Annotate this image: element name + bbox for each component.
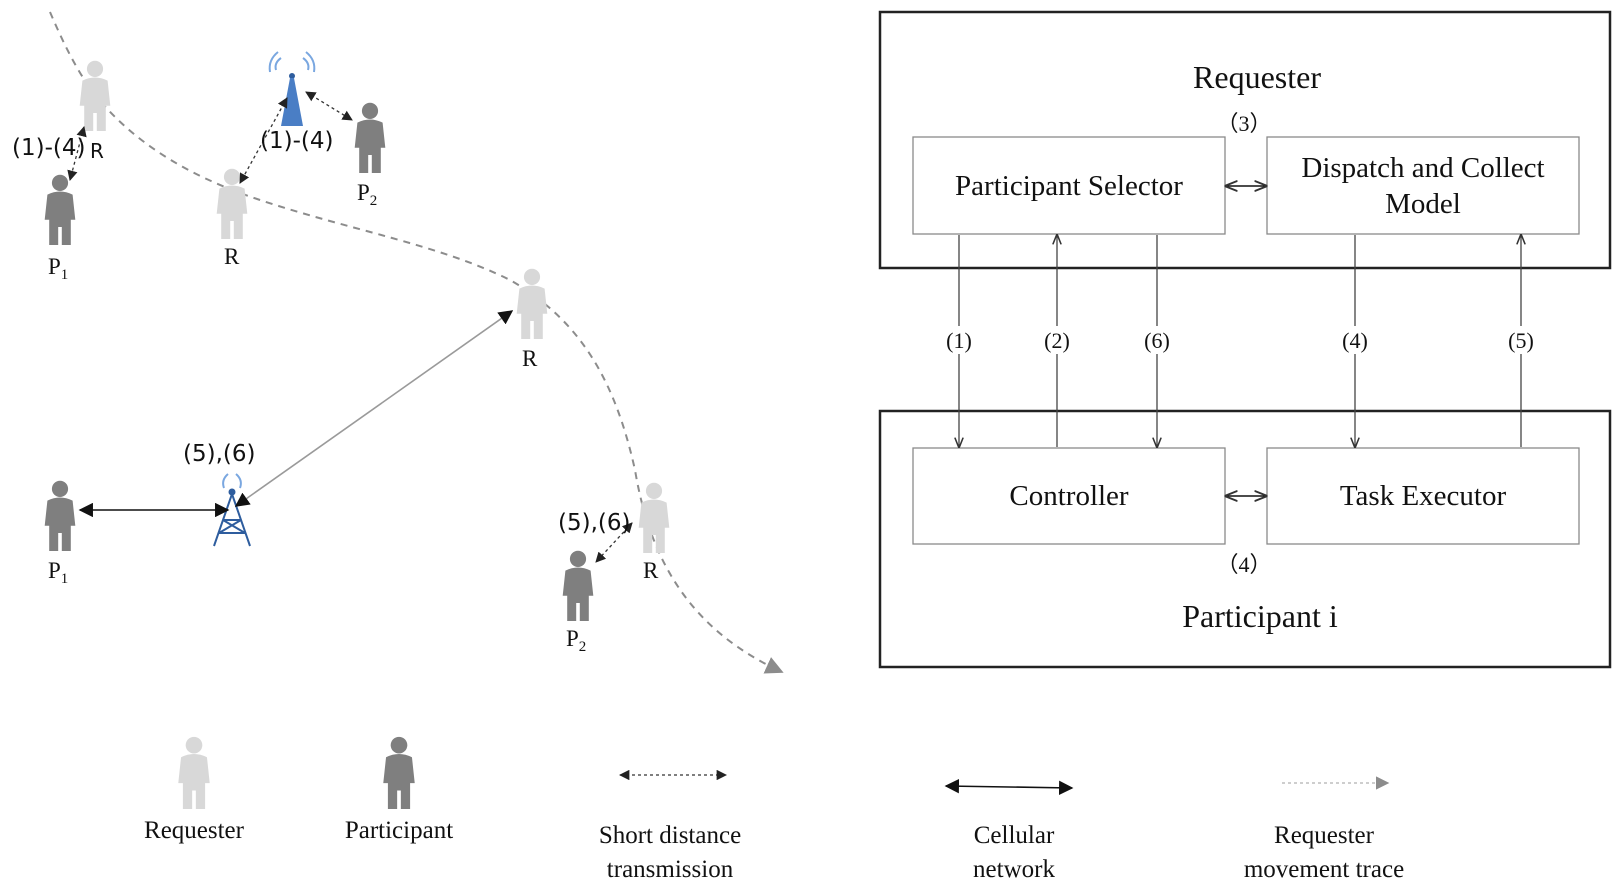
- participant-person-icon: [562, 550, 594, 621]
- legend-requester-label: Requester: [144, 817, 245, 844]
- legend-short-distance-label: Short distance: [599, 822, 741, 849]
- steps-label: (1)-(4): [260, 128, 333, 154]
- participant-person-icon: [354, 102, 386, 173]
- participant-label: P1: [48, 558, 68, 587]
- flow-label: (5): [1508, 328, 1534, 353]
- controller-label: Controller: [1009, 480, 1129, 512]
- short-link-bs-requester: [239, 97, 288, 184]
- requester-movement-trace: [49, 11, 784, 674]
- participant-label: P1: [48, 254, 68, 283]
- cellular-link-tower-requester: [234, 310, 514, 507]
- legend-cellular-label: Cellular: [974, 822, 1055, 849]
- step-marker: （4）: [1216, 552, 1271, 577]
- legend-short-distance-label: transmission: [607, 856, 734, 883]
- legend-cellular-line: [944, 779, 1074, 795]
- participant-selector-label: Participant Selector: [955, 170, 1183, 202]
- legend-trace-label: Requester: [1274, 822, 1375, 849]
- task-executor-label: Task Executor: [1340, 480, 1507, 512]
- dispatch-collect-label: Dispatch and Collect: [1301, 152, 1544, 184]
- legend-participant-label: Participant: [345, 817, 453, 844]
- steps-label: (5),(6): [183, 441, 255, 467]
- short-link-requester-p2: [595, 522, 633, 563]
- legend-trace-label: movement trace: [1244, 856, 1404, 883]
- flow-label: (6): [1144, 328, 1170, 353]
- participant-label: P2: [357, 180, 377, 209]
- small-base-station-icon: [268, 51, 316, 126]
- participant-label: P2: [566, 626, 586, 655]
- controller-box: [912, 447, 1226, 545]
- requester-person-icon: [79, 60, 111, 131]
- step-marker: （3）: [1216, 111, 1271, 136]
- legend-requester-icon: [178, 736, 210, 809]
- dispatch-collect-label: Model: [1385, 188, 1461, 220]
- requester-person-icon: [516, 268, 548, 339]
- requester-label: R: [90, 139, 104, 163]
- flow-label: (4): [1342, 328, 1368, 353]
- participant-selector-box: [912, 136, 1226, 235]
- flow-label: (2): [1044, 328, 1070, 353]
- requester-person-icon: [638, 482, 670, 553]
- legend-cellular-label: network: [973, 856, 1055, 883]
- flow-label: (1): [946, 328, 972, 353]
- requester-label: R: [643, 558, 659, 583]
- requester-label: R: [522, 346, 538, 371]
- architecture-diagram: Requester （3） Participant Selector Dispa…: [878, 10, 1612, 669]
- legend-participant-icon: [383, 736, 415, 809]
- short-link-bs-p2: [305, 91, 353, 121]
- movement-scenario: (1)-(4) (1)-(4) (5),(6) (5),(6) R R R R …: [12, 11, 784, 674]
- requester-title: Requester: [1193, 59, 1321, 95]
- legend: Requester Participant Short distance tra…: [144, 736, 1404, 883]
- participant-title: Participant i: [1182, 598, 1338, 634]
- requester-label: R: [224, 244, 240, 269]
- task-executor-box: [1266, 447, 1580, 545]
- steps-label: (1)-(4): [12, 135, 85, 161]
- participant-person-icon: [44, 174, 76, 245]
- steps-label: (5),(6): [558, 510, 630, 536]
- participant-person-icon: [44, 480, 76, 551]
- dispatch-collect-box: [1266, 136, 1580, 235]
